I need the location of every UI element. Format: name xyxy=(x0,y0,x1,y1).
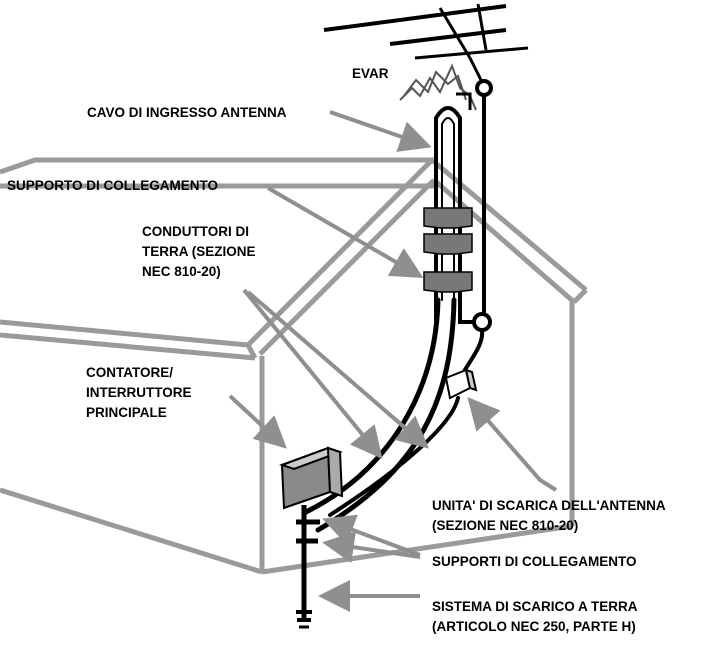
arrow-cavo-ingresso xyxy=(329,110,432,152)
ground-rod xyxy=(296,505,320,629)
label-conduttori-line3: NEC 810-20) xyxy=(142,264,221,279)
antenna-dipole-2 xyxy=(476,3,488,51)
arrow-contatore xyxy=(228,394,287,449)
clamp-1 xyxy=(423,207,473,229)
label-unita-scarica-line2: (SEZIONE NEC 810-20) xyxy=(432,518,578,533)
side-roof-end xyxy=(245,343,258,360)
label-sistema-scarico-line2: (ARTICOLO NEC 250, PARTE H) xyxy=(432,619,636,634)
side-roof-top xyxy=(0,319,249,348)
antenna-assembly: EVAR xyxy=(323,3,529,332)
lead-in-cable-inner xyxy=(441,117,455,301)
antenna-boom-lower xyxy=(389,28,507,46)
antenna-discharge-unit xyxy=(444,368,478,400)
label-contatore-line1: CONTATORE/ xyxy=(86,365,173,380)
antenna-boom-bottom xyxy=(414,46,529,60)
antenna-feed-scribble-2 xyxy=(403,70,467,101)
roof-right-slope-top xyxy=(430,158,588,292)
antenna-boom-top xyxy=(323,4,507,32)
side-roof-bottom xyxy=(0,332,256,361)
arrow-supporti-2 xyxy=(322,531,421,563)
discharge-unit-side xyxy=(464,368,478,392)
arrow-conduttori-1 xyxy=(242,288,383,460)
mast-clamps xyxy=(423,207,473,293)
label-sistema-scarico-line1: SISTEMA DI SCARICO A TERRA xyxy=(432,599,638,614)
ground-line-right xyxy=(261,523,573,575)
label-contatore-line2: INTERRUTTORE xyxy=(86,385,192,400)
roof-left-slope-top xyxy=(246,158,434,347)
label-conduttori-line2: TERRA (SEZIONE xyxy=(142,244,256,259)
antenna-model-mark: EVAR xyxy=(352,66,389,81)
arrow-supporti-1 xyxy=(322,514,421,557)
meter-box-side xyxy=(326,446,344,498)
mast-bottom-ring xyxy=(472,312,492,332)
ground-line-left xyxy=(0,487,263,575)
antenna-feed-hook xyxy=(456,92,472,110)
label-supporti-collegamento: SUPPORTI DI COLLEGAMENTO xyxy=(432,554,637,569)
roof-ridge-far xyxy=(0,157,435,175)
label-conduttori-line1: CONDUTTORI DI xyxy=(142,224,249,239)
labels: CAVO DI INGRESSO ANTENNA SUPPORTO DI COL… xyxy=(7,105,666,634)
meter-main-switch-box xyxy=(278,446,344,510)
label-cavo-ingresso: CAVO DI INGRESSO ANTENNA xyxy=(87,105,287,120)
label-supporto-collegamento: SUPPORTO DI COLLEGAMENTO xyxy=(7,178,218,193)
discharge-unit-wire xyxy=(328,396,460,517)
clamp-2 xyxy=(423,233,473,255)
arrow-conduttori-2 xyxy=(246,290,430,449)
leader-arrows xyxy=(228,110,558,612)
label-contatore-line3: PRINCIPALE xyxy=(86,405,167,420)
clamp-3 xyxy=(423,271,473,293)
roof-right-slope-bottom xyxy=(432,178,576,304)
arrow-unita-scarica xyxy=(467,396,558,492)
lead-in-cable-left xyxy=(434,106,462,322)
mast-ground-wire xyxy=(460,328,485,377)
mast-top-ring xyxy=(475,79,493,97)
roof-right-end xyxy=(572,288,588,304)
label-unita-scarica-line1: UNITA' DI SCARICA DELL'ANTENNA xyxy=(432,498,666,513)
antenna-dipole xyxy=(438,7,472,59)
house-outline xyxy=(0,157,588,575)
arrow-supporto-collegamento xyxy=(266,186,424,279)
